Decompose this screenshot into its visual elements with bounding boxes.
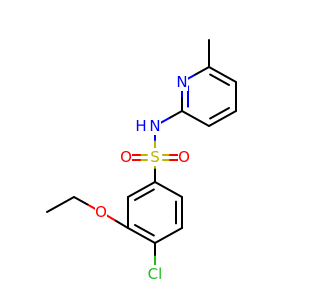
sulfur-label-bg — [149, 148, 161, 166]
bond — [73, 196, 89, 206]
sulfonyl-oxygen-right-label-bg — [178, 148, 190, 166]
ether-oxygen-label-bg — [95, 203, 107, 221]
pyridine-nitrogen-label: N — [176, 73, 187, 91]
bond — [46, 196, 75, 213]
sulfur-label: S — [150, 148, 160, 166]
sulfonyl-oxygen-left-label: O — [120, 148, 132, 166]
sulfonyl-oxygen-right-label: O — [178, 148, 190, 166]
bond — [167, 110, 183, 120]
sulfonyl-oxygen-left-label-bg — [120, 148, 132, 166]
pyridine-nitrogen-label-bg — [176, 73, 188, 91]
amide-hydrogen-label-bg — [135, 117, 147, 135]
amide-nitrogen-label-bg — [149, 117, 161, 135]
bond — [209, 73, 231, 86]
bond — [133, 188, 155, 201]
bond — [127, 181, 156, 198]
bond — [194, 66, 210, 76]
bond — [208, 110, 237, 127]
bond — [154, 227, 183, 244]
amide-hydrogen-label: H — [135, 117, 146, 135]
bond — [208, 66, 237, 83]
ether-oxygen-label: O — [95, 203, 107, 221]
chlorine-label-bg — [145, 265, 165, 283]
bond — [181, 110, 210, 127]
chlorine-label: Cl — [148, 265, 163, 283]
bond — [209, 107, 231, 120]
bond — [133, 224, 155, 237]
bond — [113, 219, 129, 229]
bond — [154, 181, 183, 198]
bond — [127, 227, 156, 244]
amide-nitrogen-label: N — [149, 117, 160, 135]
